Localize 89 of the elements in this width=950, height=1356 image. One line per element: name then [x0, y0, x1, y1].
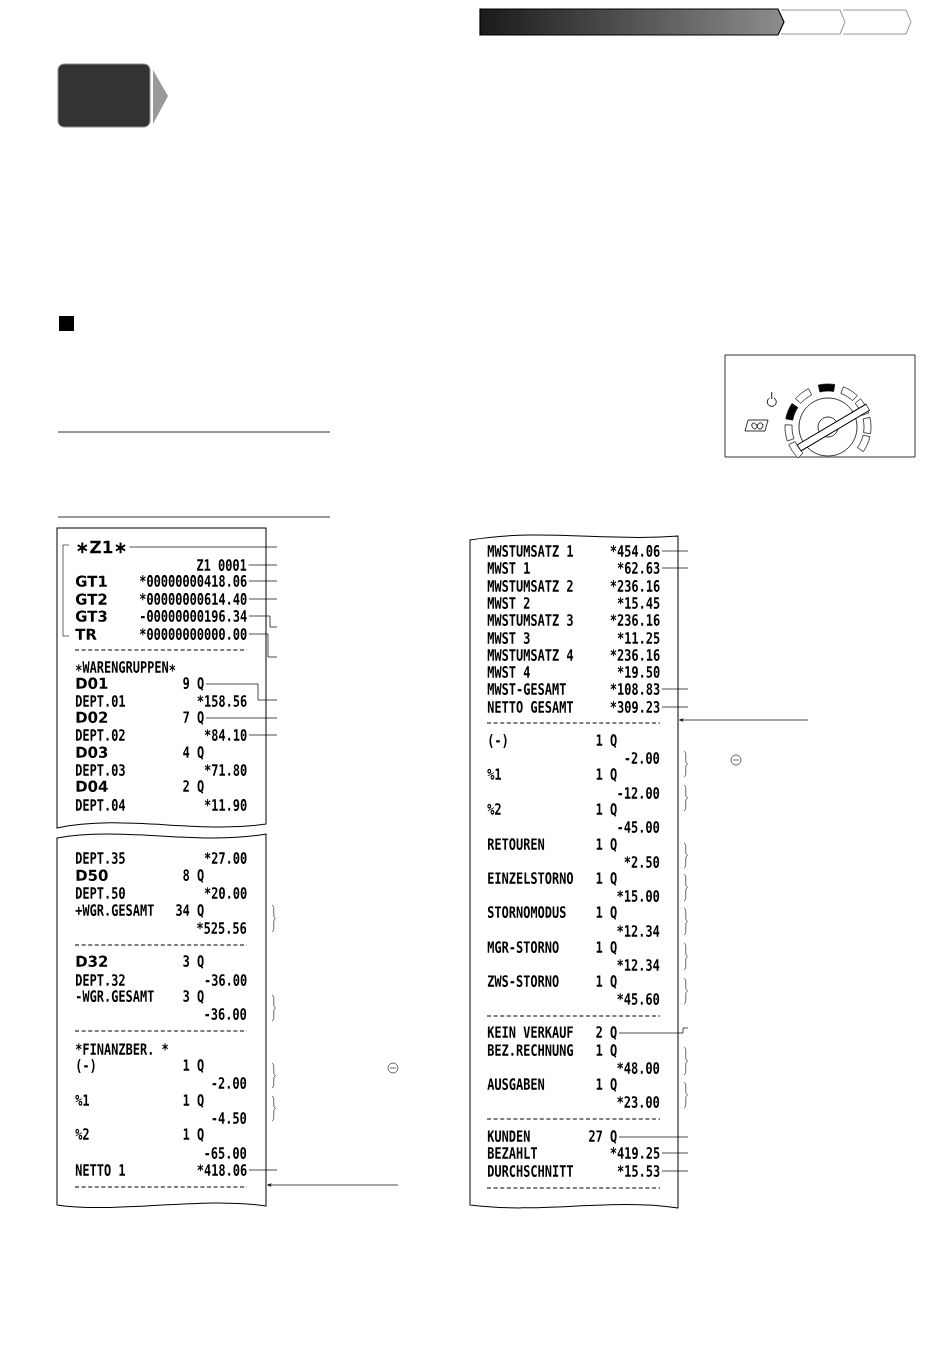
arrow	[267, 1183, 399, 1187]
receipt-line: KUNDEN 27 Q	[487, 1130, 617, 1144]
receipt-line: RETOUREN 1 Q	[488, 838, 617, 852]
receipt-line: *45.60	[617, 993, 660, 1005]
receipt-line: ∗Z1∗	[77, 540, 126, 554]
arrow	[679, 718, 809, 722]
receipt-line: MWSTUMSATZ 2 *236.16	[487, 580, 660, 592]
receipt-line: *48.00	[617, 1062, 660, 1074]
leader-line	[248, 598, 278, 600]
receipt-line: -45.00	[618, 821, 660, 833]
receipt-paper	[56, 527, 267, 829]
leader-line	[205, 717, 278, 719]
receipt-paper	[469, 534, 679, 1209]
receipt-line: DURCHSCHNITT *15.53	[488, 1165, 660, 1177]
leader-line	[661, 706, 689, 708]
leader-line	[661, 1170, 689, 1172]
leader-line	[205, 683, 278, 701]
leader-line	[248, 633, 278, 658]
receipt-line: (-) 1 Q	[489, 734, 617, 748]
receipt-line: DEPT.32 -36.00	[76, 974, 247, 986]
receipt-line: -65.00	[205, 1147, 247, 1159]
leader-line	[661, 1152, 689, 1154]
receipt-line: ZWS-STORNO 1 Q	[487, 975, 617, 989]
receipt-paper	[56, 833, 267, 1209]
receipt-line: MWST 3 *11.25	[487, 632, 660, 644]
receipt-line: *525.56	[197, 922, 247, 934]
receipt-line: *FINANZBER. *	[75, 1043, 169, 1055]
leader-line	[248, 1169, 278, 1171]
leader-line	[248, 734, 278, 736]
leader-line	[618, 1027, 689, 1034]
receipt-line: MWST 1 *62.63	[487, 562, 660, 574]
receipt-line: Z1 0001	[197, 559, 247, 571]
receipt-line: -36.00	[205, 1008, 247, 1020]
receipt-line: *2.50	[624, 856, 660, 868]
receipt-line: (-) 1 Q	[77, 1059, 204, 1073]
receipt-line: DEPT.04 *11.90	[76, 799, 247, 811]
leader-line	[661, 688, 689, 690]
receipt-line: %1 1 Q	[75, 1094, 204, 1108]
receipt-line: TR *00000000000.00	[75, 628, 247, 640]
receipt-line: -WGR.GESAMT 3 Q	[76, 990, 204, 1004]
receipt-line: MWSTUMSATZ 1 *454.06	[487, 545, 660, 557]
leader-line	[129, 546, 278, 548]
receipt-line: DEPT.02 *84.10	[76, 729, 247, 741]
receipt-line: *12.34	[617, 959, 660, 971]
receipt-line: -12.00	[618, 787, 660, 799]
receipt-line: D04 2 Q	[76, 780, 204, 794]
leader-line	[661, 567, 689, 569]
receipt-line: MWSTUMSATZ 3 *236.16	[487, 614, 660, 626]
leader-line	[248, 615, 278, 628]
receipt-line: D02 7 Q	[76, 711, 204, 725]
receipt-line: DEPT.01 *158.56	[76, 695, 247, 707]
receipt-line: MWST-GESAMT *108.83	[487, 683, 660, 695]
receipt-line: MWST 4 *19.50	[487, 666, 660, 678]
receipt-line: D01 9 Q	[76, 677, 204, 691]
receipt-line: MWST 2 *15.45	[487, 597, 660, 609]
receipt-line: GT2 *00000000614.40	[75, 593, 247, 605]
receipt-line: D03 4 Q	[76, 746, 204, 760]
receipt-line: +WGR.GESAMT 34 Q	[75, 904, 204, 918]
receipt-line: AUSGABEN 1 Q	[487, 1078, 617, 1092]
receipt-line: *15.00	[617, 890, 660, 902]
receipt-line: *12.34	[617, 925, 660, 937]
leader-line	[661, 550, 689, 552]
receipt-line: MGR-STORNO 1 Q	[487, 941, 617, 955]
receipt-line: BEZAHLT *419.25	[487, 1147, 660, 1159]
receipt-line: DEPT.35 *27.00	[76, 852, 247, 864]
receipt-line: ∗WARENGRUPPEN∗	[75, 661, 176, 673]
receipt-line: NETTO GESAMT *309.23	[487, 701, 660, 713]
receipt-line: %2 1 Q	[75, 1128, 204, 1142]
receipt-line: -2.00	[625, 752, 660, 764]
receipt-line: *23.00	[617, 1096, 660, 1108]
receipt-line: GT1 *00000000418.06	[75, 575, 247, 587]
receipt-line: MWSTUMSATZ 4 *236.16	[487, 649, 660, 661]
receipt-line: D32 3 Q	[76, 955, 204, 969]
leader-line	[618, 1136, 689, 1138]
receipt-line: -4.50	[212, 1112, 247, 1124]
receipt-line: GT3 -00000000196.34	[75, 610, 247, 622]
receipt-line: EINZELSTORNO 1 Q	[488, 872, 617, 886]
receipt-line: BEZ.RECHNUNG 1 Q	[487, 1044, 617, 1058]
leader-line	[248, 564, 278, 566]
receipt-line: DEPT.03 *71.80	[76, 764, 247, 776]
leader-line	[248, 580, 278, 582]
receipt-line: %1 1 Q	[487, 768, 617, 782]
receipt-line: STORNOMODUS 1 Q	[487, 906, 617, 920]
receipt-line: KEIN VERKAUF 2 Q	[487, 1026, 617, 1040]
receipt-line: %2 1 Q	[487, 803, 617, 817]
receipt-line: DEPT.50 *20.00	[76, 887, 247, 899]
receipt-line: -2.00	[212, 1077, 247, 1089]
receipt-line: NETTO 1 *418.06	[75, 1164, 247, 1176]
receipt-line: D50 8 Q	[76, 869, 204, 883]
